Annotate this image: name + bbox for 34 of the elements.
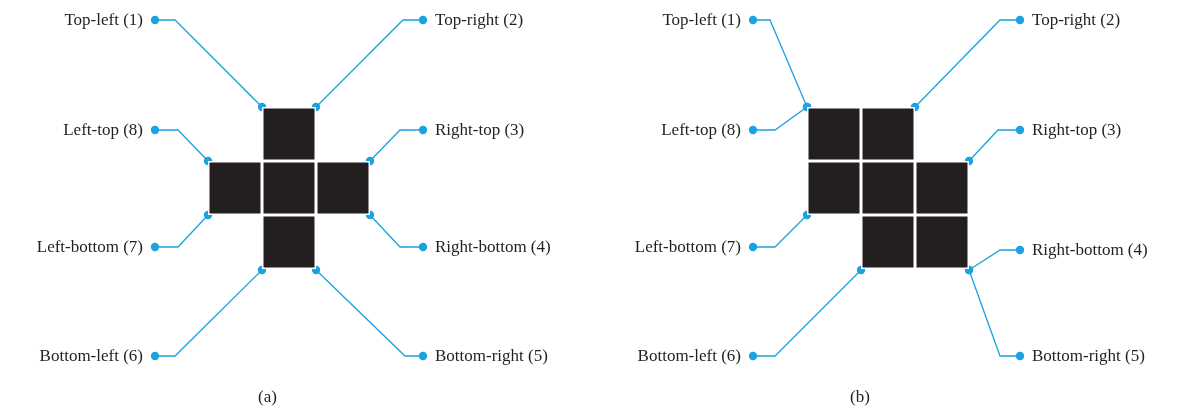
leader-line [964,265,1025,361]
corner-label: Bottom-left (6) [39,346,155,366]
leader-line [150,15,267,112]
square-grid-drawing [208,107,370,269]
corner-label: Left-bottom (7) [36,237,155,257]
leader-line [311,265,428,361]
leader-line [748,102,812,135]
leader-line [150,265,267,361]
leader-line [748,210,812,252]
leader-line [365,125,428,166]
leader-line [748,265,866,361]
leader-line [150,125,213,166]
panel-label: (a) [258,387,277,407]
corner-label: Left-top (8) [63,120,155,140]
square-grid-drawing [807,107,969,269]
corner-label: Left-bottom (7) [634,237,753,257]
corner-label: Right-bottom (4) [423,237,551,257]
corner-label: Left-top (8) [661,120,753,140]
leader-line [311,15,428,112]
corner-label: Bottom-right (5) [423,346,548,366]
corner-label: Top-right (2) [1020,10,1121,30]
corner-label: Top-right (2) [423,10,524,30]
corner-label: Bottom-left (6) [637,346,753,366]
corner-label: Right-top (3) [423,120,525,140]
corner-label: Right-bottom (4) [1020,240,1148,260]
corner-label: Right-top (3) [1020,120,1122,140]
leader-line [964,125,1025,166]
corner-label: Top-left (1) [662,10,753,30]
corner-label: Top-left (1) [64,10,155,30]
leader-line [910,15,1025,112]
corner-label: Bottom-right (5) [1020,346,1145,366]
leader-line [365,210,428,252]
panel-label: (b) [850,387,870,407]
leader-line [150,210,213,252]
